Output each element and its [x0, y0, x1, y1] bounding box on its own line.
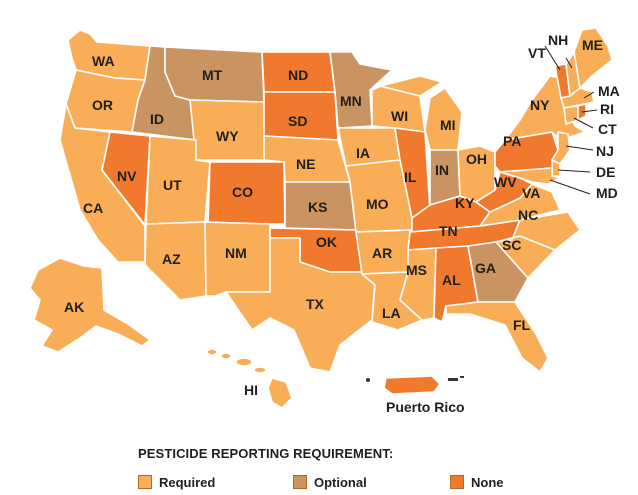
svg-text:GA: GA: [475, 260, 496, 276]
svg-text:AZ: AZ: [162, 251, 181, 267]
state-NV: [101, 131, 151, 226]
legend-item-optional: Optional: [293, 474, 367, 490]
svg-text:KS: KS: [308, 199, 327, 215]
svg-text:Puerto Rico: Puerto Rico: [386, 399, 465, 415]
svg-text:ID: ID: [150, 111, 164, 127]
svg-text:MD: MD: [596, 185, 618, 201]
state-labels: WA OR CA ID NV MT WY UT AZ CO NM ND SD N…: [64, 32, 620, 415]
svg-text:IL: IL: [404, 169, 417, 185]
svg-text:DE: DE: [596, 164, 615, 180]
svg-text:WA: WA: [92, 53, 115, 69]
state-AK: [29, 257, 151, 353]
state-HI: [206, 348, 293, 409]
svg-text:MI: MI: [440, 117, 456, 133]
svg-text:VA: VA: [522, 185, 540, 201]
state-AZ: [144, 221, 207, 301]
svg-text:MS: MS: [406, 262, 427, 278]
svg-text:UT: UT: [163, 177, 182, 193]
svg-text:OR: OR: [92, 97, 113, 113]
svg-text:OK: OK: [316, 234, 337, 250]
svg-text:AK: AK: [64, 299, 84, 315]
state-ME: [573, 27, 613, 89]
svg-text:IA: IA: [356, 145, 370, 161]
svg-text:RI: RI: [600, 101, 614, 117]
leader-lines: [544, 45, 598, 195]
svg-text:MT: MT: [202, 67, 223, 83]
svg-text:NJ: NJ: [596, 143, 614, 159]
svg-text:HI: HI: [244, 382, 258, 398]
state-NC: [495, 211, 581, 251]
legend-title: PESTICIDE REPORTING REQUIREMENT:: [138, 446, 394, 461]
swatch-none: [450, 475, 464, 489]
svg-text:NH: NH: [548, 32, 568, 48]
swatch-required: [138, 475, 152, 489]
state-CT: [563, 105, 579, 125]
svg-text:VT: VT: [528, 45, 546, 61]
svg-text:NY: NY: [530, 97, 550, 113]
svg-text:SD: SD: [288, 113, 307, 129]
pr-islets: [366, 376, 464, 382]
svg-text:WV: WV: [494, 174, 517, 190]
svg-text:CA: CA: [83, 200, 103, 216]
svg-text:LA: LA: [382, 305, 401, 321]
legend-label-optional: Optional: [314, 474, 367, 490]
svg-text:PA: PA: [503, 133, 521, 149]
state-PR: [383, 375, 441, 395]
state-GA: [467, 241, 529, 303]
svg-text:CO: CO: [232, 184, 253, 200]
state-MN: [329, 51, 393, 129]
svg-text:WI: WI: [391, 108, 408, 124]
svg-text:ME: ME: [582, 37, 603, 53]
swatch-optional: [293, 475, 307, 489]
svg-text:CT: CT: [598, 121, 617, 137]
svg-text:MN: MN: [340, 93, 362, 109]
svg-text:ND: ND: [288, 67, 308, 83]
svg-text:TX: TX: [306, 296, 325, 312]
svg-text:NC: NC: [518, 207, 538, 223]
svg-text:NV: NV: [117, 168, 137, 184]
svg-text:AL: AL: [442, 272, 461, 288]
svg-text:OH: OH: [466, 151, 487, 167]
legend-item-required: Required: [138, 474, 215, 490]
svg-text:FL: FL: [513, 317, 531, 333]
legend-item-none: None: [450, 474, 504, 490]
svg-text:SC: SC: [502, 237, 521, 253]
state-TX: [225, 237, 376, 373]
svg-text:MA: MA: [598, 83, 620, 99]
svg-text:KY: KY: [455, 195, 475, 211]
svg-text:MO: MO: [366, 196, 389, 212]
svg-text:WY: WY: [216, 128, 239, 144]
svg-text:AR: AR: [372, 245, 392, 261]
svg-text:NM: NM: [225, 245, 247, 261]
legend-label-none: None: [471, 474, 504, 490]
state-CA: [59, 103, 146, 263]
svg-text:IN: IN: [435, 162, 449, 178]
state-FL: [445, 301, 549, 373]
legend-label-required: Required: [159, 474, 216, 490]
svg-text:NE: NE: [296, 156, 315, 172]
state-WV: [475, 171, 533, 213]
svg-text:TN: TN: [439, 223, 458, 239]
